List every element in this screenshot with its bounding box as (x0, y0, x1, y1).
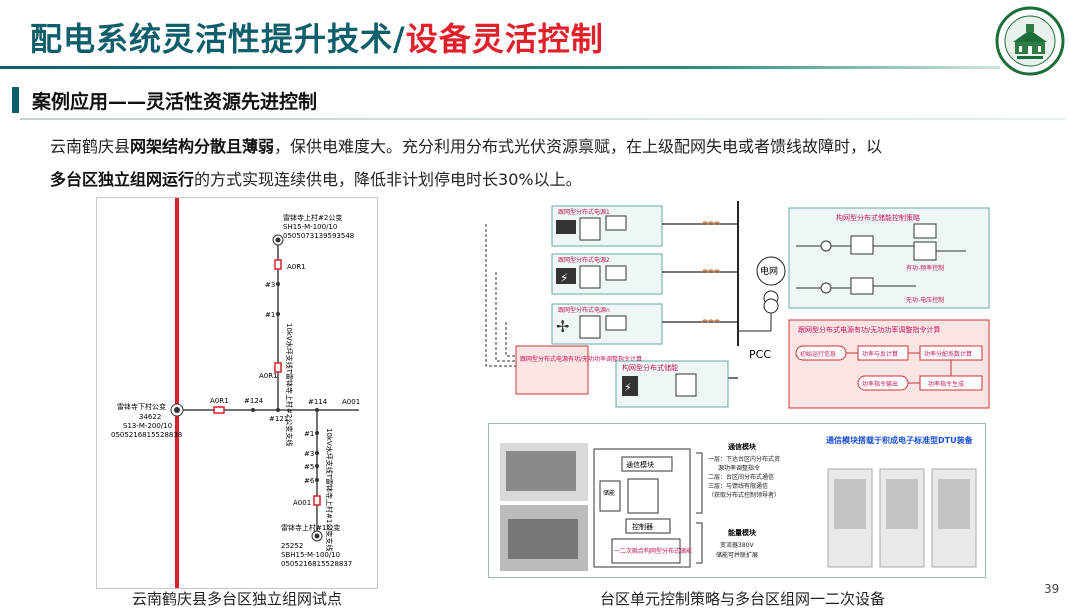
caption-right: 台区单元控制策略与多台区组网一二次设备 (600, 588, 885, 609)
flow-step-2: 功率与反计算 (862, 350, 898, 358)
network-diagram: 雷钵寺上村#2公变 SH15-M-100/10 0505073139593548… (96, 197, 378, 589)
block-controller: 控制器 (632, 522, 653, 531)
flow-step-3: 功率分配系数计算 (924, 350, 972, 358)
left-station-model: S13-M-200/10 (123, 422, 172, 430)
switch-label: A0R1 (287, 263, 306, 271)
p2-bold: 多台区独立组网运行 (50, 170, 194, 189)
dtu-highlight: 通信模块搭载于积成电子标准型DTU装备 (826, 435, 974, 445)
body-paragraph-line-1: 云南鹤庆县网架结构分散且薄弱，保供电难度大。充分利用分布式光伏资源禀赋，在上级配… (50, 133, 882, 157)
strategy-sub-1: 有功-频率控制 (906, 264, 944, 272)
switch-label: A001 (342, 398, 360, 406)
title-accent: 设备灵活控制 (406, 20, 604, 58)
p2-text: 的方式实现连续供电，降低非计划停电时长30%以上。 (194, 170, 582, 189)
page-number: 39 (1044, 582, 1059, 596)
top-station-model: SH15-M-100/10 (283, 223, 337, 231)
left-station-num: 34622 (139, 413, 161, 421)
strategy-sub-2: 无功-电压控制 (906, 296, 944, 304)
bottom-station-num: 25252 (281, 542, 303, 550)
switch-label: A001 (293, 499, 311, 507)
branch-label-down: 10kV水坪支线T雷钵寺上村#1公变支线 (325, 428, 334, 551)
energy-line: 储能可并联扩展 (716, 551, 758, 559)
title-main: 配电系统灵活性提升技术/ (30, 20, 406, 58)
pole-label: #1 (304, 430, 314, 438)
device-panel: 通信模块 储能 控制器 一二次融合构网型分布式储能 通信模块 一层：下达台区内分… (488, 423, 986, 578)
strategy-title: 构网型分布式储能控制策略 (836, 213, 920, 222)
switch-label: A0R1 (259, 372, 278, 380)
grid-label: 电网 (760, 265, 778, 277)
p1-text-a: 云南鹤庆县 (50, 137, 130, 156)
storage-label: 构网型分布式储能 (622, 363, 678, 372)
body-paragraph-line-2: 多台区独立组网运行的方式实现连续供电，降低非计划停电时长30%以上。 (50, 166, 582, 190)
bottom-station-model: SBH15-M-100/10 (281, 551, 340, 559)
comm-line: 二层：台区间分布式通信 (708, 473, 774, 481)
comm-line: 源功率调整指令 (718, 464, 760, 472)
comm-title: 通信模块 (728, 442, 757, 451)
comm-line: （获取分布式控制领导者） (708, 491, 780, 499)
pcc-label: PCC (749, 348, 771, 361)
pole-label: #3 (304, 450, 314, 458)
pole-label: #124 (244, 397, 264, 405)
source-n-label: 跟网型分布式电源n (558, 306, 610, 314)
svg-text:⚡: ⚡ (560, 271, 568, 285)
energy-title: 能量模块 (728, 528, 757, 537)
flow-step-5: 功率指令输出 (862, 380, 898, 388)
top-station-id: 0505073139593548 (283, 232, 354, 240)
page-title: 配电系统灵活性提升技术/设备灵活控制 (30, 14, 604, 60)
source-1-label: 跟网型分布式电源1 (558, 208, 610, 216)
comm-line: 一层：下达台区内分布式资 (708, 455, 780, 463)
flow-step-1: 初始运行信息 (800, 350, 836, 358)
block-comm: 通信模块 (626, 460, 654, 469)
pole-label: #6 (304, 477, 315, 485)
pole-label: #5 (304, 463, 314, 471)
left-station-name: 雷钵寺下村公变 (117, 402, 166, 411)
section-subtitle: 案例应用——灵活性资源先进控制 (32, 87, 317, 114)
switch-label: A0R1 (210, 397, 229, 405)
branch-label-up: 10kV水坪支线T雷钵寺上村#2公变支线 (285, 323, 294, 446)
svg-text:✢: ✢ (556, 317, 569, 336)
caption-left: 云南鹤庆县多台区独立组网试点 (132, 588, 342, 609)
p1-text-b: ，保供电难度大。充分利用分布式光伏资源禀赋，在上级配网失电或者馈线故障时，以 (274, 137, 882, 156)
flow-step-4: 功率指令生成 (928, 380, 964, 388)
block-storage: 储能 (603, 489, 615, 497)
storage-device-label: 一二次融合构网型分布式储能 (614, 547, 692, 555)
p1-bold: 网架结构分散且薄弱 (130, 137, 274, 156)
source-2-label: 跟网型分布式电源2 (558, 256, 610, 264)
energy-line: 变流器380V (720, 541, 754, 549)
university-logo (995, 6, 1065, 76)
bottom-station-id: 0505216815528837 (281, 560, 352, 568)
title-underline (0, 66, 1000, 69)
pole-label: #3 (265, 281, 275, 289)
control-strategy-diagram: 跟网型分布式电源1 跟网型分布式电源2 跟网型分布式电源n ⚡ ✢ (476, 196, 1000, 414)
svg-text:⚡: ⚡ (624, 381, 632, 394)
calc-title: 跟网型分布式电源有功/无功功率调整指令计算 (798, 325, 940, 334)
pole-label: #114 (308, 398, 328, 406)
left-station-id: 0505216815528838 (111, 431, 182, 439)
comm-line: 三层：与馈线有限通信 (708, 482, 768, 490)
top-station-name: 雷钵寺上村#2公变 (283, 213, 342, 222)
subtitle-marker (12, 87, 19, 113)
subtitle-underline (20, 118, 1065, 120)
pole-label: #1 (265, 311, 275, 319)
